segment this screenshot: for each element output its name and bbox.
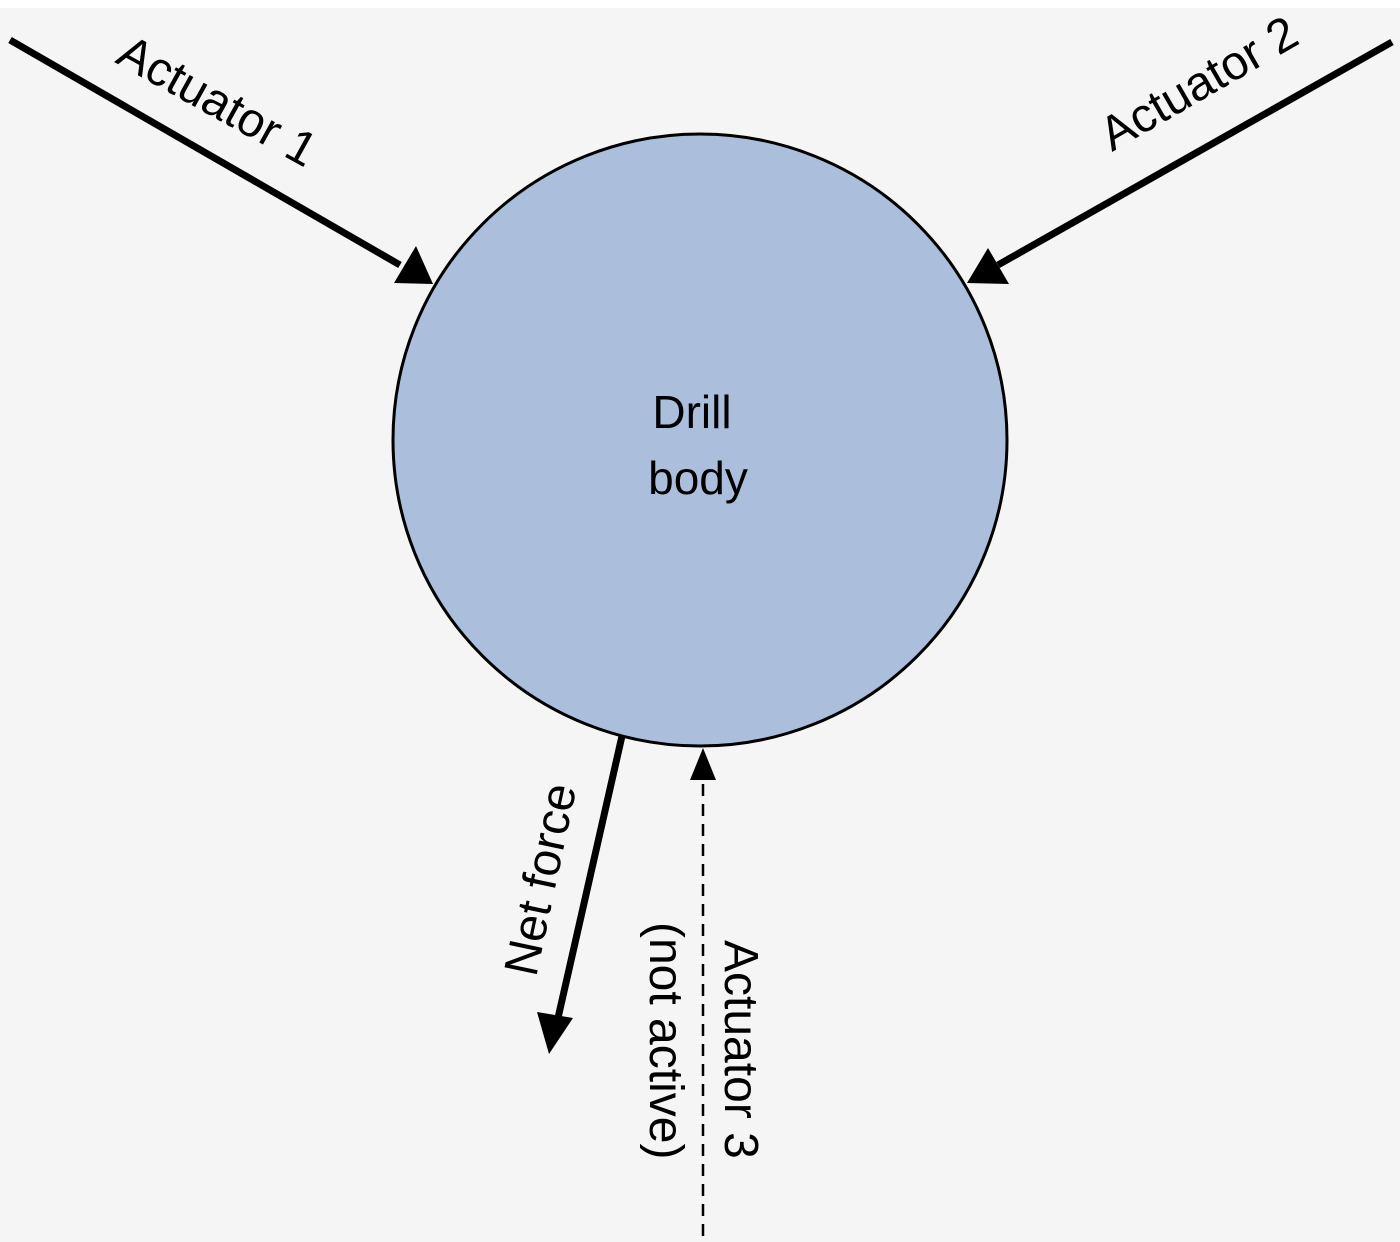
actuator-1-arrow xyxy=(8,36,433,284)
actuator-1-shaft xyxy=(8,36,402,269)
net-force-shaft xyxy=(554,735,626,1019)
drill-body-circle xyxy=(391,132,1009,748)
net-force-arrowhead xyxy=(537,1012,573,1054)
actuator-3-label-line1: Actuator 3 xyxy=(714,940,767,1159)
drill-body-label-line1: Drill xyxy=(652,386,731,438)
net-force-arrow xyxy=(537,735,626,1054)
actuator-3-arrow xyxy=(690,748,716,1236)
actuator-1-arrowhead xyxy=(394,246,433,284)
drill-body-label-line2: body xyxy=(648,452,748,504)
actuator-3-arrowhead xyxy=(690,748,716,780)
actuator-2-arrow xyxy=(967,38,1394,284)
actuator-3-label-line2: (not active) xyxy=(639,922,692,1159)
actuator-2-shaft xyxy=(996,38,1394,269)
actuator-2-arrowhead xyxy=(967,248,1009,284)
